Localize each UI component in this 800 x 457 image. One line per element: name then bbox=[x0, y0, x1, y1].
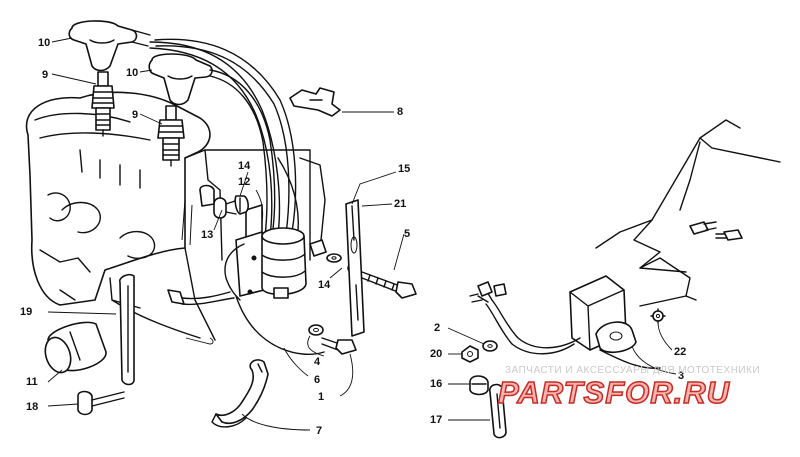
leader-lines bbox=[47, 37, 677, 431]
callout-7: 7 bbox=[316, 425, 323, 437]
watermark-logo: PARTSFOR.RU bbox=[497, 374, 731, 411]
washer-4 bbox=[308, 324, 324, 336]
washer-2 bbox=[482, 340, 498, 352]
callout-17: 17 bbox=[430, 414, 443, 426]
callout-1: 1 bbox=[318, 391, 325, 403]
callout-20: 20 bbox=[430, 348, 443, 360]
spark-plug-right bbox=[157, 105, 185, 167]
callout-10-left: 10 bbox=[38, 37, 51, 49]
callout-14-lower: 14 bbox=[318, 279, 331, 291]
cap-nut-16 bbox=[469, 375, 489, 396]
watermark-tagline: ЗАПЧАСТИ И АКСЕССУАРЫ ДЛЯ МОТОТЕХНИКИ bbox=[505, 365, 761, 376]
cdi-wire-harness bbox=[469, 281, 661, 369]
spark-plug-cap-left bbox=[68, 20, 151, 72]
chassis-frame bbox=[595, 119, 781, 307]
high-tension-leads bbox=[149, 38, 300, 239]
callout-5: 5 bbox=[404, 228, 411, 240]
strap-19 bbox=[118, 273, 135, 386]
callout-2: 2 bbox=[434, 322, 441, 334]
callout-19: 19 bbox=[20, 306, 33, 318]
callout-8: 8 bbox=[397, 106, 404, 118]
callout-22: 22 bbox=[674, 346, 687, 358]
star-washer-22 bbox=[650, 308, 666, 324]
strap-bracket-21 bbox=[345, 199, 365, 337]
callout-4: 4 bbox=[314, 356, 321, 368]
callout-10-right: 10 bbox=[126, 67, 139, 79]
sleeve-11 bbox=[44, 321, 107, 374]
cdi-module-3 bbox=[569, 275, 637, 354]
nut-20 bbox=[461, 345, 479, 363]
curved-lead-6 bbox=[235, 295, 325, 356]
grommet-14-upper bbox=[234, 195, 249, 215]
bracket-8 bbox=[289, 87, 341, 117]
callout-13: 13 bbox=[201, 229, 214, 241]
frame-bolts bbox=[689, 221, 743, 241]
strap-17 bbox=[489, 383, 507, 439]
callout-9-left: 9 bbox=[42, 69, 49, 81]
callout-6: 6 bbox=[314, 374, 321, 386]
callout-9-right: 9 bbox=[132, 109, 139, 121]
callout-15: 15 bbox=[398, 163, 411, 175]
callout-21: 21 bbox=[394, 198, 407, 210]
callout-12: 12 bbox=[238, 176, 251, 188]
spark-plug-left bbox=[91, 71, 115, 137]
sleeve-12 bbox=[199, 184, 239, 219]
callout-11: 11 bbox=[26, 376, 38, 388]
callout-18: 18 bbox=[26, 401, 39, 413]
spark-plug-cap-right bbox=[148, 53, 213, 106]
bolt-5 bbox=[361, 271, 417, 299]
callout-14-upper: 14 bbox=[238, 160, 251, 172]
bolt-1 bbox=[321, 337, 357, 355]
bolt-18 bbox=[77, 390, 125, 416]
callout-16: 16 bbox=[430, 378, 443, 390]
callout-3: 3 bbox=[678, 370, 685, 382]
wire-clamp-7 bbox=[211, 359, 269, 428]
wire-connector bbox=[167, 289, 235, 306]
